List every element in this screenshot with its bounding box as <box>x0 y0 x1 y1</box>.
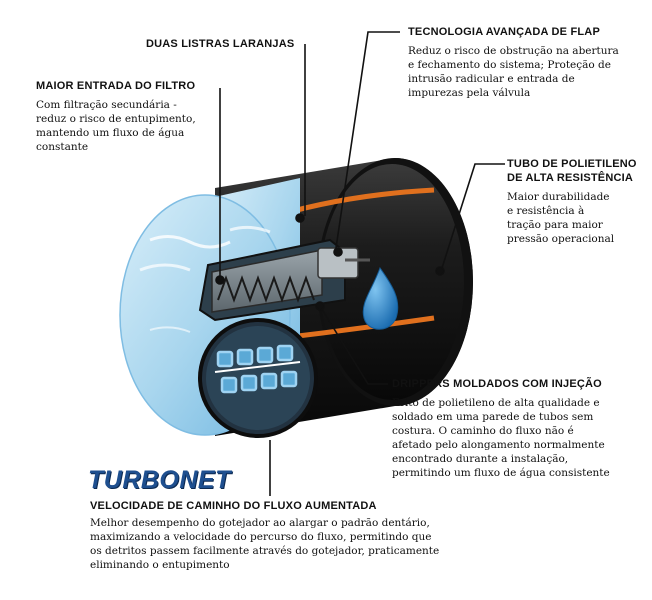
leader-stripes <box>295 44 306 223</box>
filter-title: MAIOR ENTRADA DO FILTRO <box>36 80 196 92</box>
leader-filter <box>215 88 225 285</box>
filter-text: Com filtração secundária - reduz o risco… <box>36 99 196 153</box>
tube-title-line2: DE ALTA RESISTÊNCIA <box>507 172 634 184</box>
dripper <box>198 238 370 322</box>
drippers-title: DRIPPERS MOLDADOS COM INJEÇÃO <box>392 378 602 390</box>
flow-path-inset <box>198 318 318 438</box>
water-drop-icon <box>362 266 399 330</box>
flowpath-title: VELOCIDADE DE CAMINHO DO FLUXO AUMENTADA <box>90 500 377 512</box>
turbonet-logo: TURBONET <box>88 466 231 494</box>
drippers-text: Feito de polietileno de alta qualidade e… <box>392 397 610 479</box>
leader-flap <box>333 31 400 257</box>
flowpath-text: Melhor desempenho do gotejador ao alarga… <box>90 517 440 571</box>
flap-text: Reduz o risco de obstrução na abertura e… <box>408 45 619 99</box>
leader-tube <box>435 163 505 276</box>
leader-drippers <box>315 301 388 385</box>
tube-title-line1: TUBO DE POLIETILENO <box>507 158 637 170</box>
flap-title: TECNOLOGIA AVANÇADA DE FLAP <box>408 26 600 38</box>
leader-lines <box>215 31 505 496</box>
tube-text: Maior durabilidade e resistência à traçã… <box>507 191 615 245</box>
stripes-title: DUAS LISTRAS LARANJAS <box>146 38 295 50</box>
